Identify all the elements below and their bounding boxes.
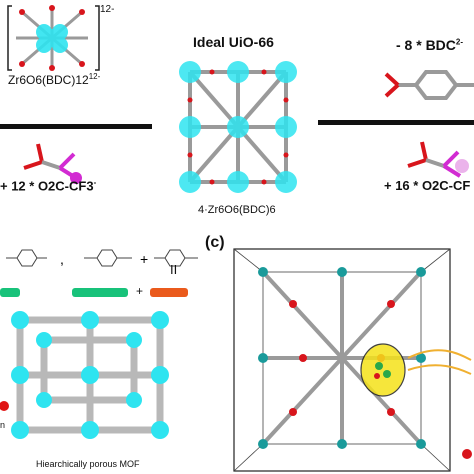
uio66-framework <box>179 61 297 193</box>
highlighted-defect-site <box>360 343 406 397</box>
top-panel: 12- Zr6O6(BDC)1212- Ideal UiO-66 4·Zr6O6… <box>0 0 474 230</box>
center-formula: 4·Zr6O6(BDC)6 <box>198 204 276 216</box>
uio66-unit-cell <box>233 248 472 472</box>
cluster-formula-text: Zr6O6(BDC)12 <box>8 73 89 87</box>
green-bar-left <box>0 288 20 297</box>
cluster-formula-charge: 12- <box>88 72 101 81</box>
right-reactant-text: + 16 * O2C-CF <box>384 178 471 193</box>
right-minus-text: - 8 * BDC2- <box>396 37 463 53</box>
cluster-bracket-charge: 12- <box>100 4 115 15</box>
right-minus-formula: - 8 * BDC <box>396 37 456 53</box>
tfa-molecule-right <box>407 141 469 178</box>
cluster-formula: Zr6O6(BDC)1212- <box>8 72 100 87</box>
linker-molecules: , + <box>6 249 198 267</box>
left-reactant-text: + 12 * O2C-CF3- <box>0 178 96 193</box>
left-reactant-formula: + 12 * O2C-CF3 <box>0 178 94 194</box>
diagram-title: Ideal UiO-66 <box>193 34 274 50</box>
plus-sign: + <box>136 284 144 298</box>
orange-bar <box>150 288 188 297</box>
bottom-left-panel: , + II + n Hiearchically porous MOF <box>0 236 205 474</box>
tfa-molecule-left <box>23 143 82 184</box>
green-bar-right <box>72 288 128 297</box>
right-minus-charge: 2- <box>455 37 464 47</box>
separator-mark: II <box>170 262 178 277</box>
side-letter: n <box>0 420 6 430</box>
svg-text:+: + <box>140 251 148 267</box>
lattice-caption: Hiearchically porous MOF <box>36 459 140 469</box>
panel-label-c: (c) <box>205 234 225 251</box>
divider-left <box>0 124 152 129</box>
bottom-right-panel: (c) <box>205 234 474 474</box>
bdc-molecule <box>384 70 474 100</box>
svg-text:,: , <box>60 251 64 267</box>
left-reactant-charge: - <box>93 178 97 187</box>
cluster-structure-left <box>7 5 100 71</box>
divider-right <box>318 120 474 125</box>
porous-mof-lattice <box>0 311 169 439</box>
